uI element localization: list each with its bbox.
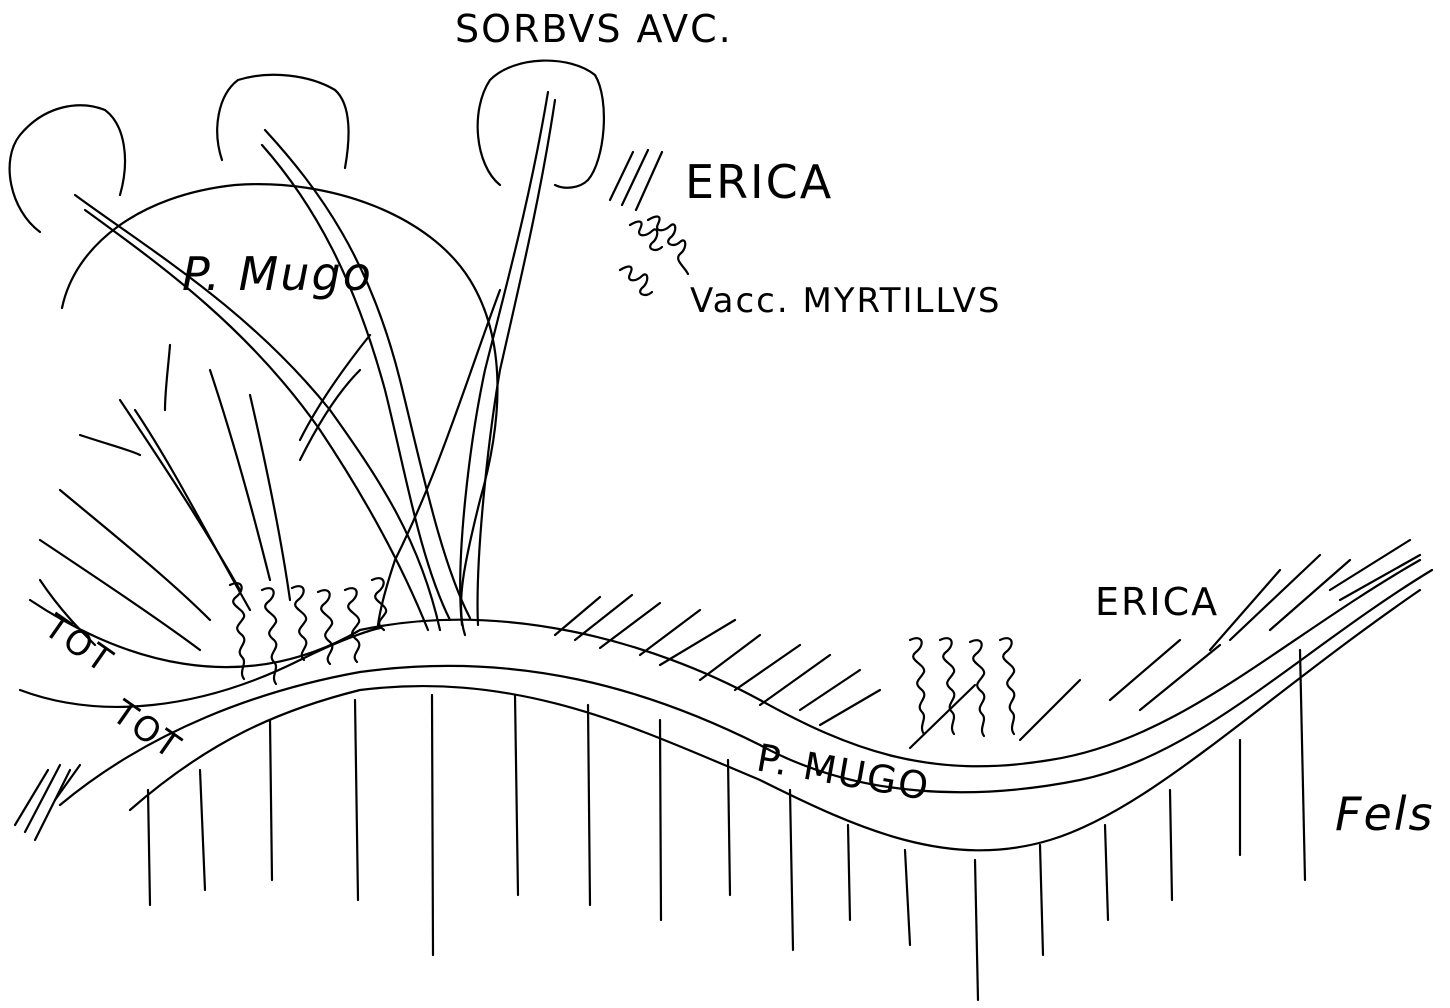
label-pinus-upper: P. Mugo	[182, 247, 373, 301]
erica-hatching-left	[15, 765, 80, 840]
stem-sorbus-branch	[378, 290, 500, 625]
erica-legend-symbol	[610, 150, 662, 210]
stem-sorbus-a	[460, 92, 548, 625]
stem-mid-b	[262, 145, 450, 620]
label-vaccinium-legend: Vacc. MYRTILLVS	[690, 281, 1002, 321]
crown-left	[10, 105, 125, 232]
branch-8	[80, 435, 140, 455]
label-erica-legend: ERICA	[685, 155, 833, 209]
label-pinus-lower: P. MUGO	[753, 736, 933, 810]
branch-7	[250, 395, 290, 600]
crown-sorbus	[478, 61, 604, 188]
label-tot-lower: TOT	[104, 692, 189, 768]
crown-middle	[217, 75, 348, 168]
label-sorbus: SORBVS AVC.	[455, 7, 733, 51]
branch-3	[165, 345, 170, 410]
branch-6	[210, 370, 270, 580]
rock-hatching	[148, 650, 1305, 1000]
vaccinium-legend-symbol	[620, 217, 688, 295]
ground-lower-2	[130, 590, 1420, 850]
label-rock: Fels	[1335, 787, 1435, 841]
stem-sorbus-b	[478, 100, 555, 625]
label-tot-upper: TOT	[36, 606, 121, 682]
branch-9	[60, 490, 210, 620]
label-erica-right: ERICA	[1095, 580, 1219, 624]
vaccinium-squiggles-left	[230, 578, 386, 684]
vaccinium-squiggles-right	[910, 638, 1014, 736]
